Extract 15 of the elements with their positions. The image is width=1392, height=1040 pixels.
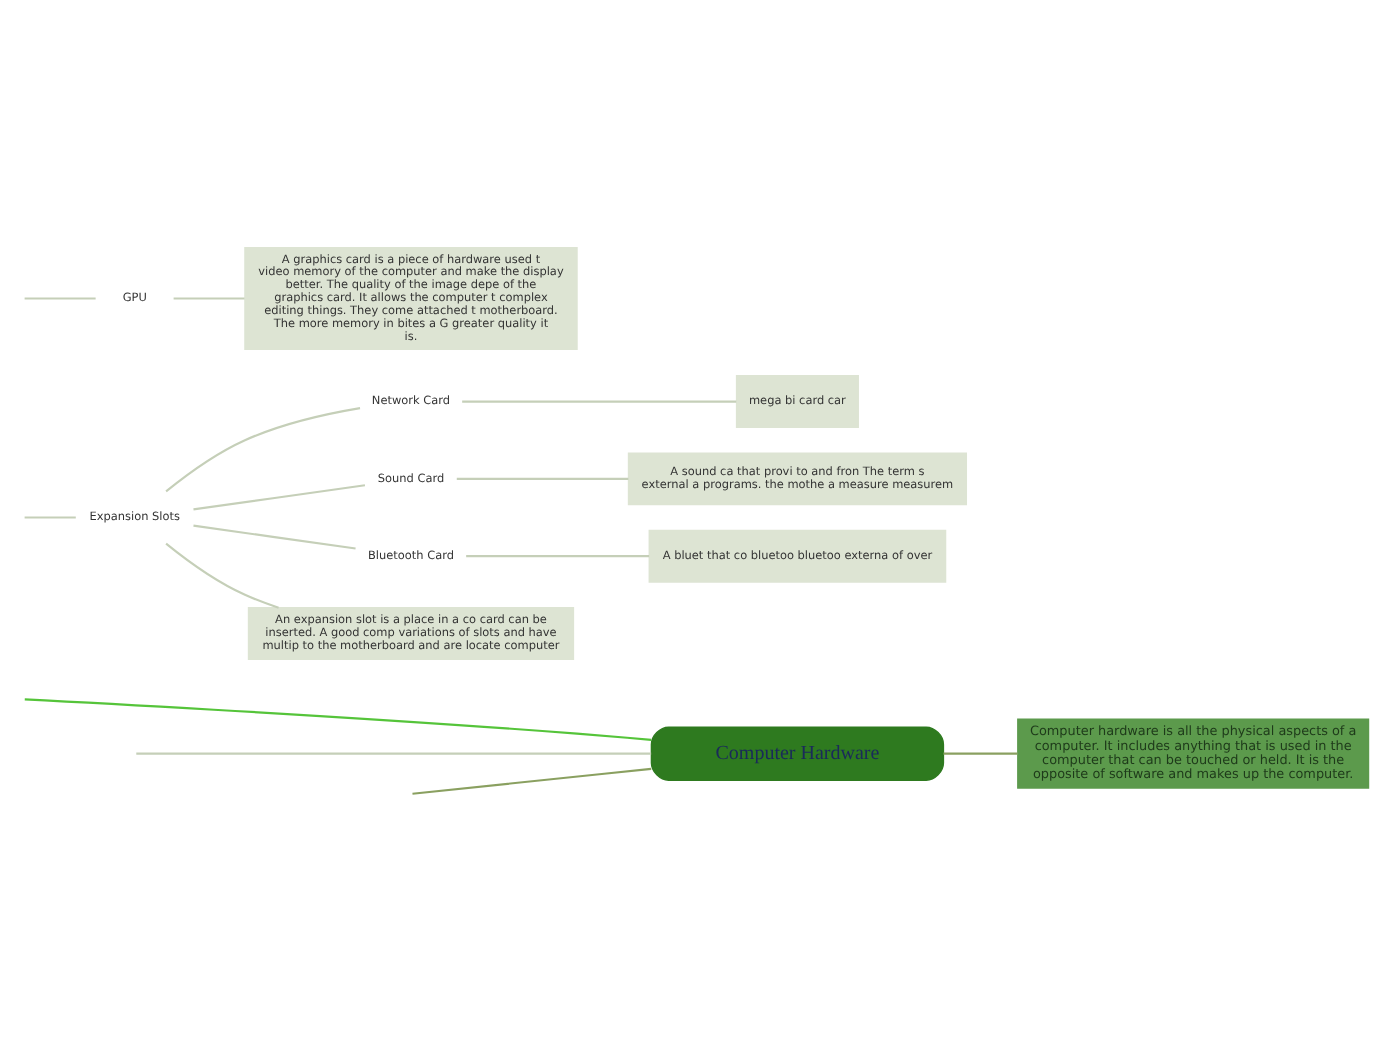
- connector: [24, 515, 76, 518]
- connector: [193, 483, 366, 510]
- connector: [193, 523, 356, 549]
- node-box: Computer Hardware: [650, 725, 945, 780]
- connector: [462, 399, 737, 402]
- connector: [466, 554, 650, 557]
- connector: [165, 406, 361, 492]
- connector: [136, 751, 652, 754]
- connector: [456, 476, 629, 479]
- connector: [165, 541, 279, 608]
- connector: [173, 296, 245, 299]
- connector: [24, 296, 96, 299]
- connector: [24, 697, 652, 740]
- connector: [412, 766, 652, 794]
- connector: [943, 751, 1018, 754]
